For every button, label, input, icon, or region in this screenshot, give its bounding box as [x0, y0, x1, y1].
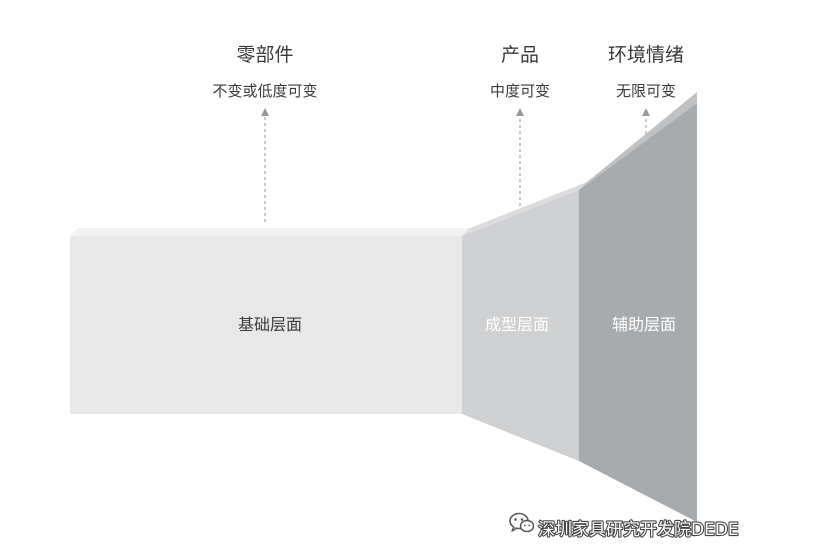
column-title-parts: 零部件: [236, 44, 293, 66]
auxiliary-layer-block: [579, 92, 697, 522]
base-layer-block: [70, 228, 470, 414]
wechat-icon: [509, 512, 535, 533]
watermark-text: 深圳家具研究开发院DEDE: [538, 520, 739, 540]
layer-label-forming: 成型层面: [485, 315, 549, 334]
column-title-product: 产品: [501, 44, 539, 66]
column-subtitle-parts: 不变或低度可变: [212, 82, 317, 100]
forming-layer-block: [462, 182, 587, 461]
layer-label-auxiliary: 辅助层面: [612, 315, 676, 334]
watermark: 深圳家具研究开发院DEDE: [509, 512, 740, 541]
column-subtitle-environment: 无限可变: [616, 82, 676, 100]
layer-label-base: 基础层面: [238, 315, 302, 334]
column-title-environment: 环境情绪: [608, 44, 684, 66]
base-layer-face: [70, 236, 462, 414]
base-layer-top: [70, 228, 470, 236]
forming-layer-face: [462, 190, 579, 461]
auxiliary-layer-top: [579, 92, 697, 190]
auxiliary-layer-face: [579, 103, 697, 522]
column-subtitle-product: 中度可变: [490, 82, 550, 100]
forming-layer-top: [462, 182, 587, 236]
